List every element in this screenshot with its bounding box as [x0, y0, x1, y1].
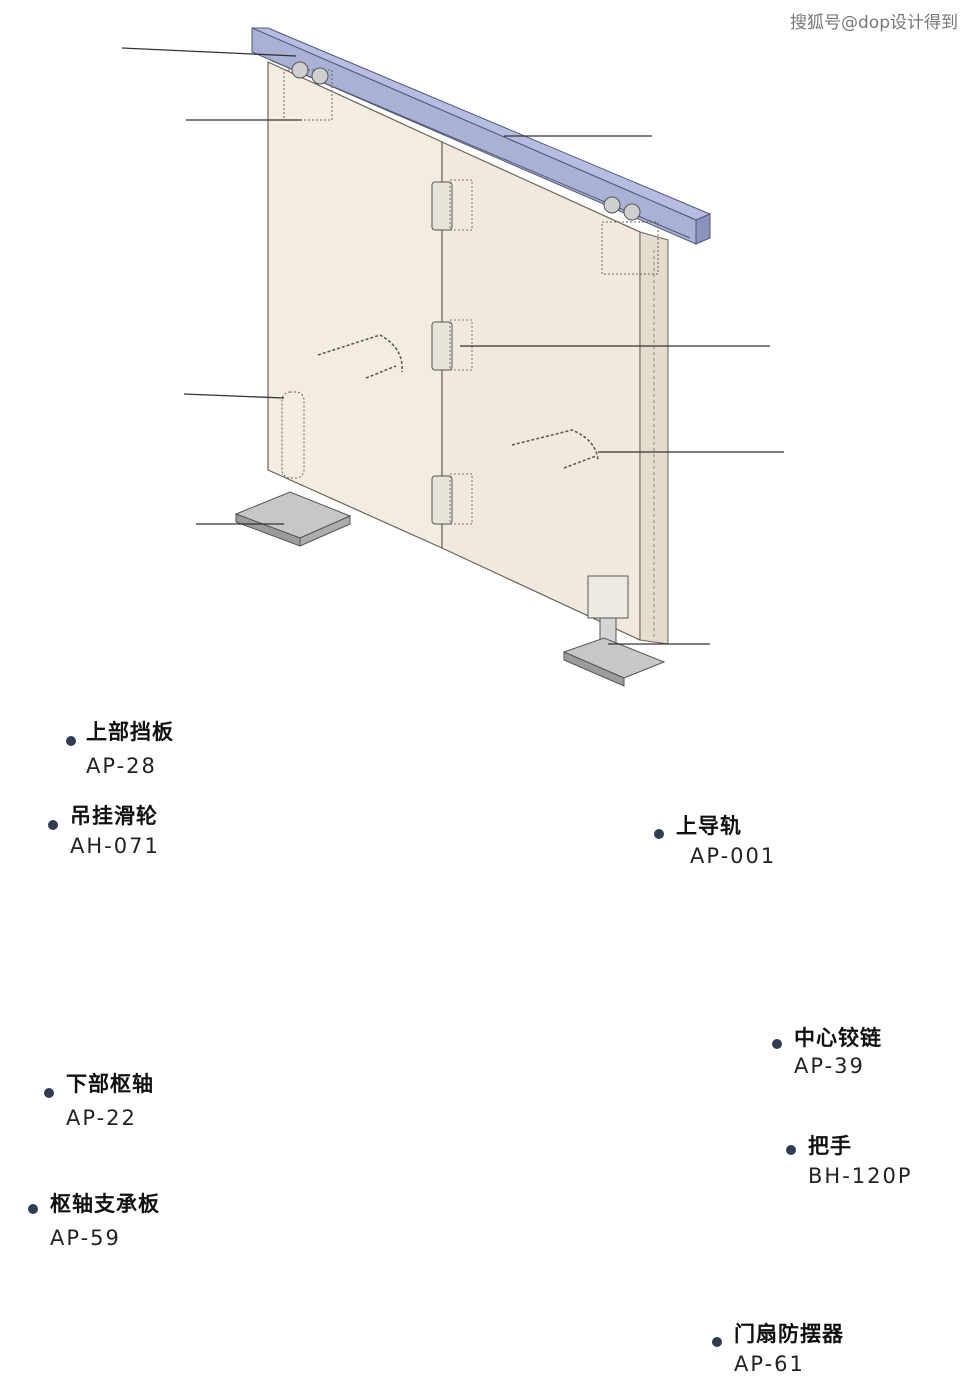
- label-code: AP-59: [50, 1226, 121, 1250]
- label-code: AP-28: [86, 754, 157, 778]
- label-code: BH-120P: [808, 1164, 913, 1188]
- label-code: AP-61: [734, 1352, 805, 1376]
- hinge-top: [431, 181, 453, 231]
- diagram-stage: 搜狐号@dop设计得到 上部挡板 AP-28 吊挂滑轮 AH-071 上导轨 A…: [28, 13, 958, 1376]
- label-code: AP-39: [794, 1054, 865, 1078]
- hanger-right: [601, 221, 659, 275]
- top-rail-slot: [269, 59, 691, 239]
- leader-top-stop: [121, 47, 297, 57]
- label-code: AP-22: [66, 1106, 137, 1130]
- bullet-dot: [712, 1337, 722, 1347]
- bullet-dot: [48, 820, 58, 830]
- door-diagram: [121, 27, 784, 687]
- pivot-plate-side-2: [299, 515, 351, 547]
- bullet-dot: [28, 1204, 38, 1214]
- hinge-bottom: [431, 475, 453, 525]
- label-name: 中心铰链: [794, 1026, 882, 1050]
- left-door-panel: [267, 61, 443, 549]
- handle-left: [317, 334, 403, 379]
- bullet-dot: [654, 829, 664, 839]
- hanger-left-wheel: [291, 61, 309, 79]
- hanger-right-wheel-2: [623, 203, 641, 221]
- bullet-dot: [786, 1145, 796, 1155]
- watermark: 搜狐号@dop设计得到: [790, 13, 958, 33]
- label-name: 下部枢轴: [66, 1072, 154, 1096]
- label-name: 上导轨: [676, 814, 742, 838]
- leader-pivot: [183, 393, 285, 399]
- label-code: AP-001: [690, 844, 777, 868]
- hanger-right-wheel: [603, 196, 621, 214]
- label-name: 吊挂滑轮: [70, 804, 158, 828]
- handle-right: [511, 429, 599, 469]
- door-guide-bracket: [587, 575, 629, 619]
- label-name: 枢轴支承板: [50, 1192, 160, 1216]
- label-name: 门扇防摆器: [734, 1322, 844, 1346]
- bullet-dot: [66, 736, 76, 746]
- bullet-dot: [44, 1088, 54, 1098]
- top-rail-end: [695, 213, 711, 245]
- right-door-panel: [441, 141, 641, 641]
- label-name: 上部挡板: [86, 720, 174, 744]
- hanger-left-wheel-2: [311, 67, 329, 85]
- label-code: AH-071: [70, 834, 160, 858]
- bullet-dot: [772, 1039, 782, 1049]
- hinge-middle: [431, 321, 453, 371]
- door-guide-base-side: [563, 651, 625, 687]
- label-name: 把手: [808, 1134, 852, 1158]
- lower-pivot: [281, 391, 305, 479]
